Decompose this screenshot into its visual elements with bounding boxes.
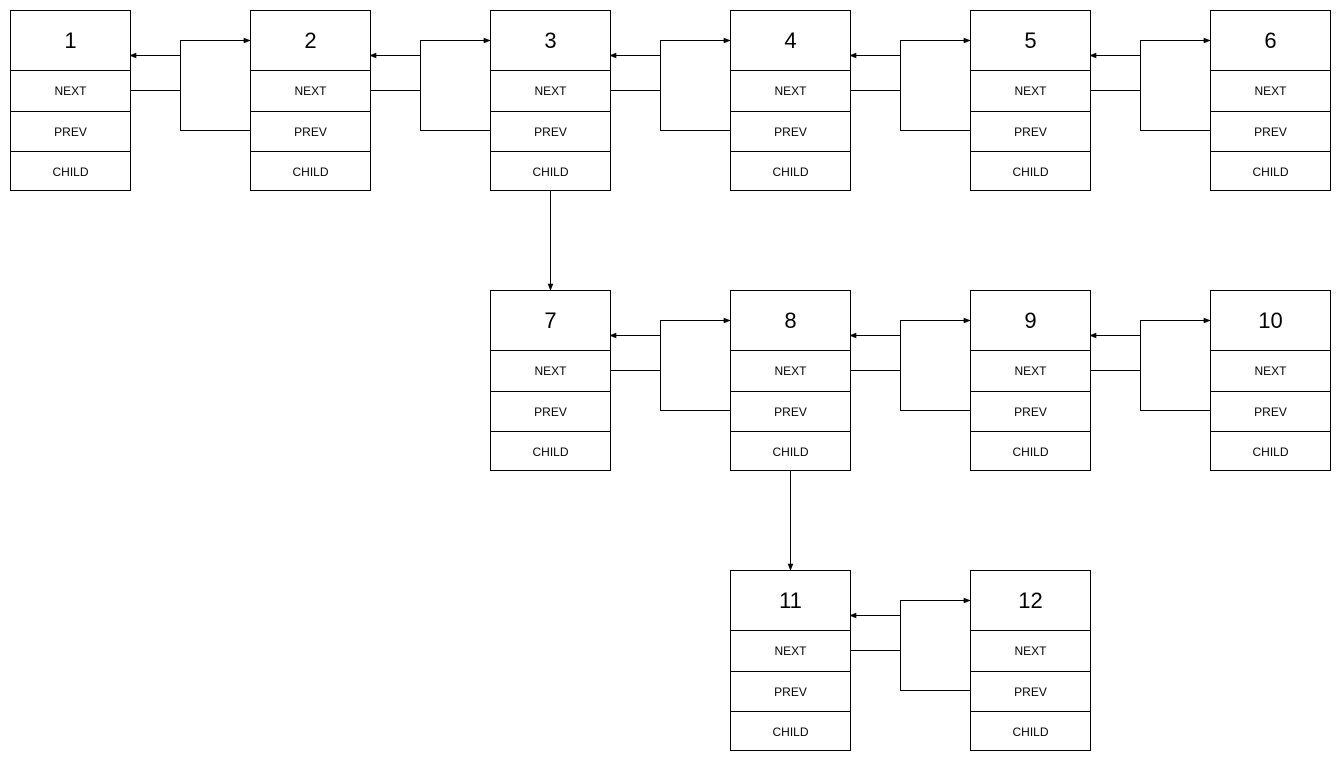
field-next: NEXT xyxy=(1014,84,1047,98)
field-prev: PREV xyxy=(731,671,850,711)
field-next: NEXT xyxy=(1254,84,1287,98)
field-next: NEXT xyxy=(774,364,807,378)
field-child: CHILD xyxy=(1211,431,1330,471)
field-child: CHILD xyxy=(251,151,370,191)
prev-link-arrow xyxy=(849,612,970,691)
prev-link-arrow xyxy=(1089,332,1210,411)
next-link-arrow xyxy=(130,37,251,91)
field-child: CHILD xyxy=(971,711,1090,751)
node-label: 3 xyxy=(491,11,610,71)
field-next: NEXT xyxy=(54,84,87,98)
node-label: 2 xyxy=(251,11,370,71)
next-link-arrow xyxy=(1090,37,1211,91)
node-label: 7 xyxy=(491,291,610,351)
field-next: NEXT xyxy=(294,84,327,98)
field-prev: PREV xyxy=(731,111,850,151)
prev-link-arrow xyxy=(849,52,970,131)
node-label: 9 xyxy=(971,291,1090,351)
field-next: NEXT xyxy=(1014,364,1047,378)
field-next: NEXT xyxy=(1014,644,1047,658)
node-label: 11 xyxy=(731,571,850,631)
node-label: 4 xyxy=(731,11,850,71)
field-next: NEXT xyxy=(774,84,807,98)
field-child: CHILD xyxy=(11,151,130,191)
field-child: CHILD xyxy=(491,151,610,191)
prev-link-arrow xyxy=(609,52,730,131)
field-child: CHILD xyxy=(971,431,1090,471)
field-prev: PREV xyxy=(491,111,610,151)
next-link-arrow xyxy=(850,37,971,91)
field-next: NEXT xyxy=(534,364,567,378)
node-label: 8 xyxy=(731,291,850,351)
field-child: CHILD xyxy=(731,711,850,751)
prev-link-arrow xyxy=(129,52,250,131)
prev-link-arrow xyxy=(1089,52,1210,131)
next-link-arrow xyxy=(610,317,731,371)
field-next: NEXT xyxy=(534,84,567,98)
next-link-arrow xyxy=(370,37,491,91)
next-link-arrow xyxy=(1090,317,1211,371)
field-prev: PREV xyxy=(731,391,850,431)
field-child: CHILD xyxy=(731,151,850,191)
node-label: 6 xyxy=(1211,11,1330,71)
prev-link-arrow xyxy=(369,52,490,131)
field-prev: PREV xyxy=(251,111,370,151)
prev-link-arrow xyxy=(609,332,730,411)
next-link-arrow xyxy=(610,37,731,91)
field-child: CHILD xyxy=(971,151,1090,191)
node-label: 1 xyxy=(11,11,130,71)
field-next: NEXT xyxy=(774,644,807,658)
node-label: 12 xyxy=(971,571,1090,631)
field-prev: PREV xyxy=(1211,111,1330,151)
prev-link-arrow xyxy=(849,332,970,411)
field-child: CHILD xyxy=(491,431,610,471)
field-prev: PREV xyxy=(1211,391,1330,431)
field-prev: PREV xyxy=(11,111,130,151)
node-label: 5 xyxy=(971,11,1090,71)
next-link-arrow xyxy=(850,317,971,371)
field-prev: PREV xyxy=(491,391,610,431)
field-prev: PREV xyxy=(971,111,1090,151)
next-link-arrow xyxy=(850,597,971,651)
field-child: CHILD xyxy=(1211,151,1330,191)
field-prev: PREV xyxy=(971,391,1090,431)
field-prev: PREV xyxy=(971,671,1090,711)
node-label: 10 xyxy=(1211,291,1330,351)
field-next: NEXT xyxy=(1254,364,1287,378)
field-child: CHILD xyxy=(731,431,850,471)
